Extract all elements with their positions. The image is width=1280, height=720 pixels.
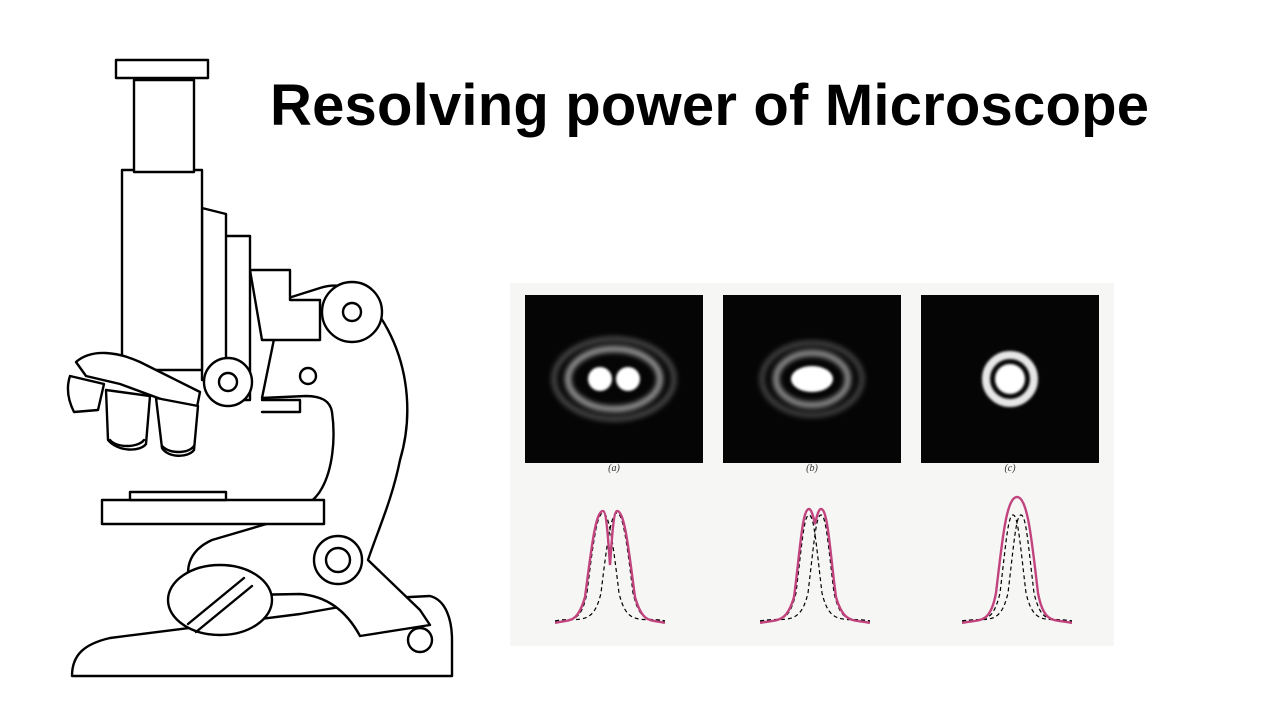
diffraction-figure: (a) (b) (c) xyxy=(510,283,1114,646)
component-curve xyxy=(555,512,665,622)
page-title: Resolving power of Microscope xyxy=(270,73,1150,138)
microscope-icon xyxy=(66,58,454,678)
intensity-profile-a xyxy=(555,509,665,625)
component-curve xyxy=(962,514,1072,622)
intensity-curve xyxy=(760,507,870,625)
diffraction-pattern-a xyxy=(525,295,703,463)
diffraction-pattern-c xyxy=(921,295,1099,463)
caption-a: (a) xyxy=(608,463,620,474)
component-curve xyxy=(962,514,1072,622)
intensity-curve xyxy=(555,509,665,625)
component-curve xyxy=(760,514,870,622)
diffraction-pattern-b xyxy=(723,295,901,463)
caption-c: (c) xyxy=(1004,463,1016,474)
intensity-curve xyxy=(962,495,1072,625)
intensity-profile-b xyxy=(760,507,870,625)
intensity-profile-c xyxy=(962,495,1072,625)
component-curve xyxy=(760,514,870,622)
caption-b: (b) xyxy=(806,463,818,474)
